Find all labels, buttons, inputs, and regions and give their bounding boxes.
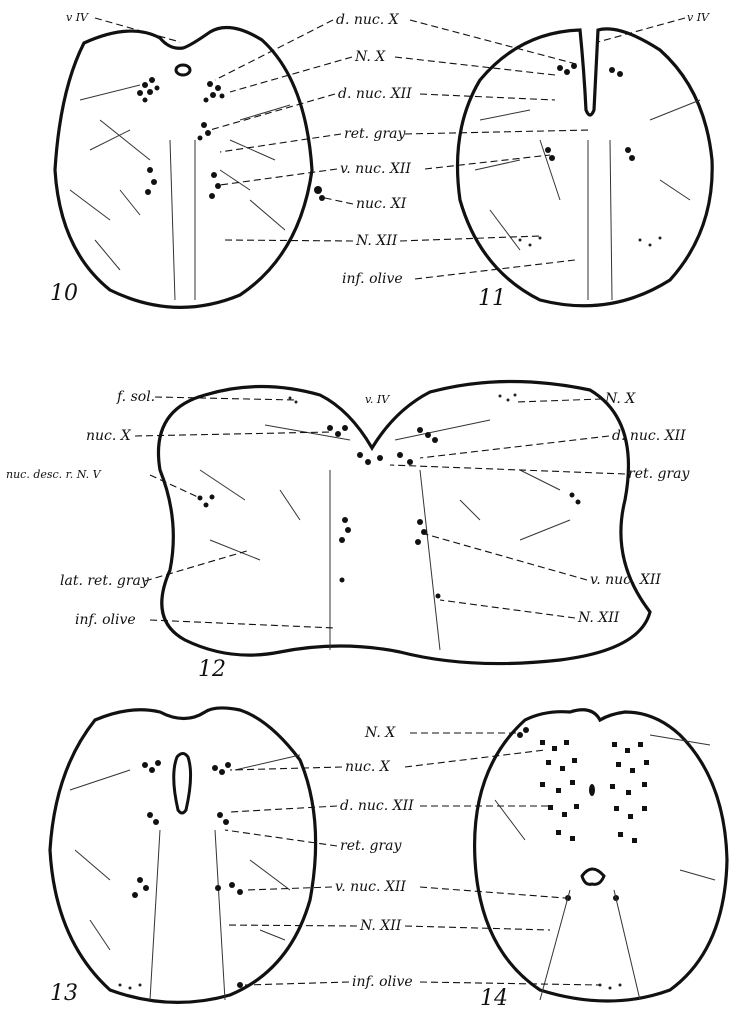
label-v-iv-left: v IV	[66, 11, 89, 24]
fourth-ventricle-14	[582, 869, 604, 884]
section-number-13: 13	[50, 981, 78, 1006]
section-number-11: 11	[478, 286, 506, 311]
section-11: 11	[458, 29, 713, 311]
label-ret-gray-bottom: ret. gray	[340, 838, 403, 854]
section-number-14: 14	[480, 986, 508, 1011]
label-v-iv-right: v IV	[687, 11, 710, 24]
label-nuc-x-bottom: nuc. X	[345, 759, 391, 775]
label-n-x: N. X	[354, 49, 386, 65]
fourth-ventricle-13	[174, 754, 191, 814]
label-v-nuc-xii-bottom: v. nuc. XII	[335, 879, 406, 895]
label-n-x-bottom: N. X	[364, 725, 396, 741]
label-d-nuc-x: d. nuc. X	[336, 12, 400, 28]
section-12: 12	[158, 381, 650, 682]
section-14: 14	[475, 710, 727, 1011]
label-d-nuc-xii: d. nuc. XII	[338, 86, 412, 102]
label-nuc-x-middle: nuc. X	[86, 428, 132, 444]
label-inf-olive-middle: inf. olive	[75, 612, 136, 628]
label-lat-ret-gray: lat. ret. gray	[60, 573, 150, 589]
label-v-iv-middle: v. IV	[365, 393, 390, 406]
label-n-x-middle: N. X	[604, 391, 636, 407]
section-13: 13	[50, 708, 316, 1006]
label-ret-gray-middle: ret. gray	[628, 466, 691, 482]
label-nuc-xi: nuc. XI	[356, 196, 407, 212]
label-v-nuc-xii-middle: v. nuc. XII	[590, 572, 661, 588]
label-n-xii-bottom: N. XII	[359, 918, 402, 934]
section-number-10: 10	[50, 281, 78, 306]
label-d-nuc-xii-middle: d. nuc. XII	[612, 428, 686, 444]
label-inf-olive: inf. olive	[342, 271, 403, 287]
section-number-12: 12	[198, 657, 226, 682]
label-d-nuc-xii-bottom: d. nuc. XII	[340, 798, 414, 814]
label-v-nuc-xii: v. nuc. XII	[340, 161, 411, 177]
label-inf-olive-bottom: inf. olive	[352, 974, 413, 990]
label-n-xii-middle: N. XII	[577, 610, 620, 626]
label-f-sol: f. sol.	[116, 389, 155, 405]
label-nuc-desc-n-v: nuc. desc. r. N. V	[6, 468, 102, 481]
label-n-xii: N. XII	[355, 233, 398, 249]
section-10: 10	[50, 28, 325, 308]
label-ret-gray: ret. gray	[344, 126, 407, 142]
